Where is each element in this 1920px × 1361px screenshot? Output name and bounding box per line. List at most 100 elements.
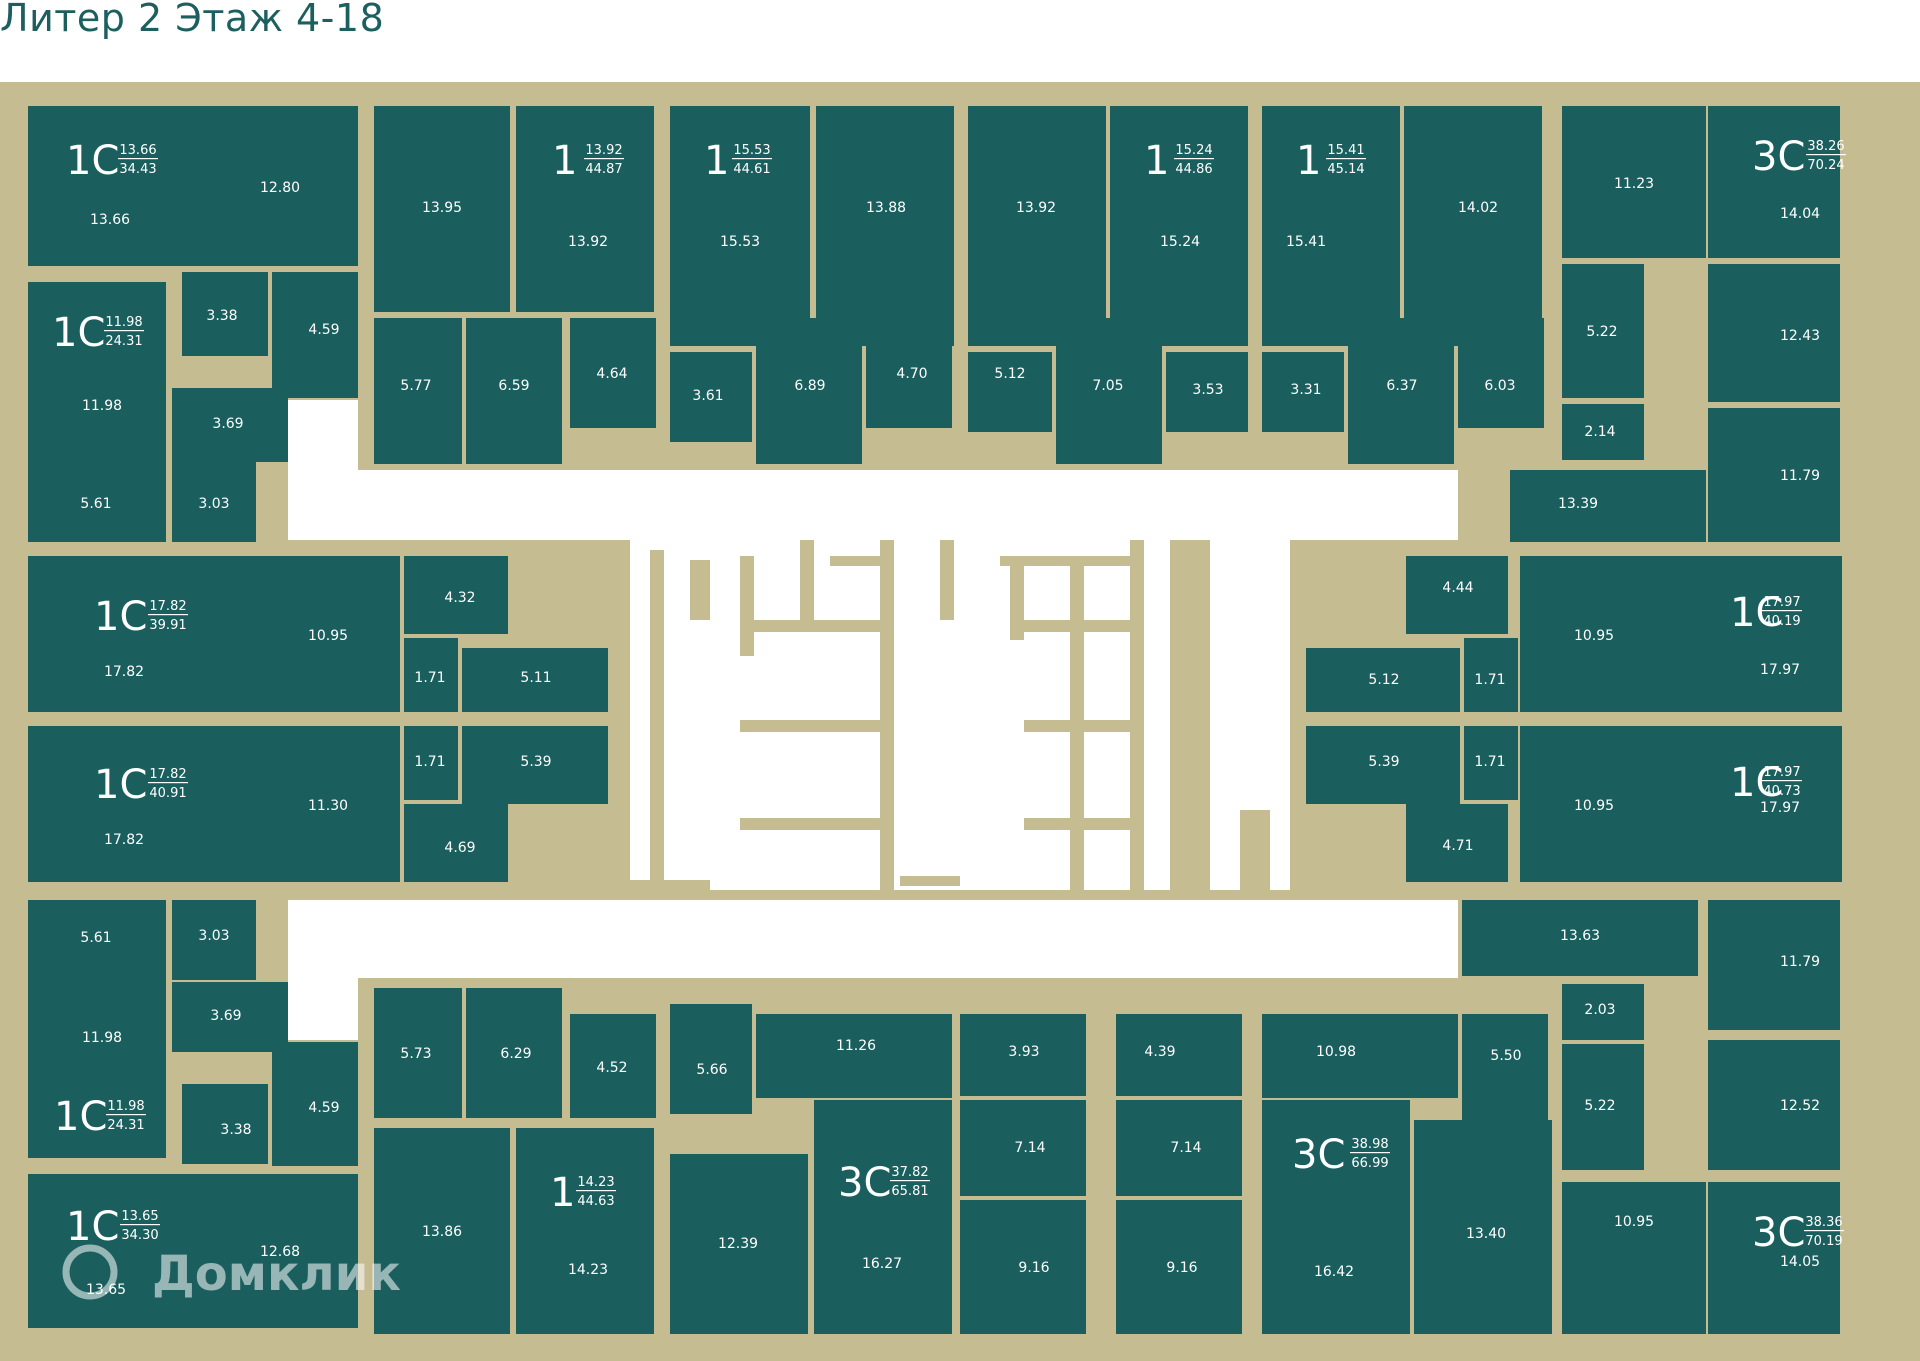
core-wall (940, 540, 954, 620)
room (374, 1128, 510, 1334)
apartment-living-area: 15.24 (1175, 143, 1212, 158)
room (1562, 984, 1644, 1040)
room (516, 1128, 654, 1334)
north-corridor (288, 470, 1458, 540)
apartment-type: 1 (552, 138, 577, 184)
room-area-label: 1.71 (1474, 672, 1505, 688)
room (816, 106, 954, 346)
room (756, 1014, 952, 1098)
room (670, 352, 752, 442)
room-area-label: 16.27 (862, 1256, 902, 1272)
room (670, 1004, 752, 1114)
fraction-bar (576, 1190, 616, 1192)
room-area-label: 6.59 (498, 378, 529, 394)
fraction-bar (118, 158, 158, 160)
apartment-total-area: 40.19 (1763, 614, 1800, 629)
room-area-label: 13.63 (1560, 928, 1600, 944)
room (1116, 1100, 1242, 1196)
room (172, 982, 288, 1052)
room-area-label: 4.69 (444, 840, 475, 856)
room-area-label: 5.61 (80, 930, 111, 946)
room (1406, 804, 1508, 882)
room (1708, 1182, 1840, 1334)
room-area-label: 11.79 (1780, 954, 1820, 970)
room-area-label: 11.98 (82, 1030, 122, 1046)
core-wall (1170, 540, 1210, 890)
apartment-type: 1С (66, 1204, 119, 1250)
room (172, 388, 288, 462)
room (462, 648, 608, 712)
room-area-label: 12.39 (718, 1236, 758, 1252)
core-wall (650, 550, 664, 890)
room (404, 804, 508, 882)
room (374, 988, 462, 1118)
room (1262, 106, 1400, 346)
room (1520, 726, 1664, 882)
room (28, 470, 166, 542)
apartment-living-area: 17.97 (1763, 595, 1800, 610)
apartment-total-area: 40.73 (1763, 784, 1800, 799)
room (1262, 1014, 1458, 1098)
apartment-type: 1С (52, 310, 105, 356)
room-area-label: 9.16 (1166, 1260, 1197, 1276)
room-area-label: 1.71 (414, 754, 445, 770)
fraction-bar (1350, 1152, 1390, 1154)
core-wall (740, 620, 880, 632)
room (1462, 900, 1698, 976)
apartment-total-area: 66.99 (1351, 1156, 1388, 1171)
room-area-label: 12.43 (1780, 328, 1820, 344)
apartment-living-area: 38.26 (1807, 139, 1844, 154)
room-area-label: 4.59 (308, 1100, 339, 1116)
room-area-label: 5.39 (1368, 754, 1399, 770)
room (404, 638, 458, 712)
room-area-label: 6.03 (1484, 378, 1515, 394)
room-area-label: 5.73 (400, 1046, 431, 1062)
apartment-living-area: 11.98 (107, 1099, 144, 1114)
room-area-label: 4.64 (596, 366, 627, 382)
room-area-label: 13.92 (568, 234, 608, 250)
room-area-label: 13.88 (866, 200, 906, 216)
apartment-living-area: 15.41 (1327, 143, 1364, 158)
core-wall (610, 540, 624, 720)
room-area-label: 3.69 (210, 1008, 241, 1024)
room (960, 1014, 1086, 1096)
core-wall (1024, 720, 1134, 732)
room-area-label: 6.29 (500, 1046, 531, 1062)
apartment-type: 3С (838, 1160, 891, 1206)
room (1510, 470, 1706, 542)
apartment-type: 1С (66, 138, 119, 184)
room (28, 726, 258, 882)
apartment-total-area: 70.24 (1807, 158, 1844, 173)
room (1406, 556, 1508, 634)
apartment-living-area: 38.36 (1805, 1215, 1842, 1230)
room-area-label: 9.16 (1018, 1260, 1049, 1276)
stair-south (288, 900, 358, 1040)
room-area-label: 4.52 (596, 1060, 627, 1076)
room (1708, 106, 1840, 258)
fraction-bar (120, 1224, 160, 1226)
room-area-label: 15.24 (1160, 234, 1200, 250)
core-wall (620, 880, 710, 890)
apartment-type: 1С (54, 1094, 107, 1140)
room-area-label: 3.69 (212, 416, 243, 432)
core-wall (1024, 620, 1134, 632)
